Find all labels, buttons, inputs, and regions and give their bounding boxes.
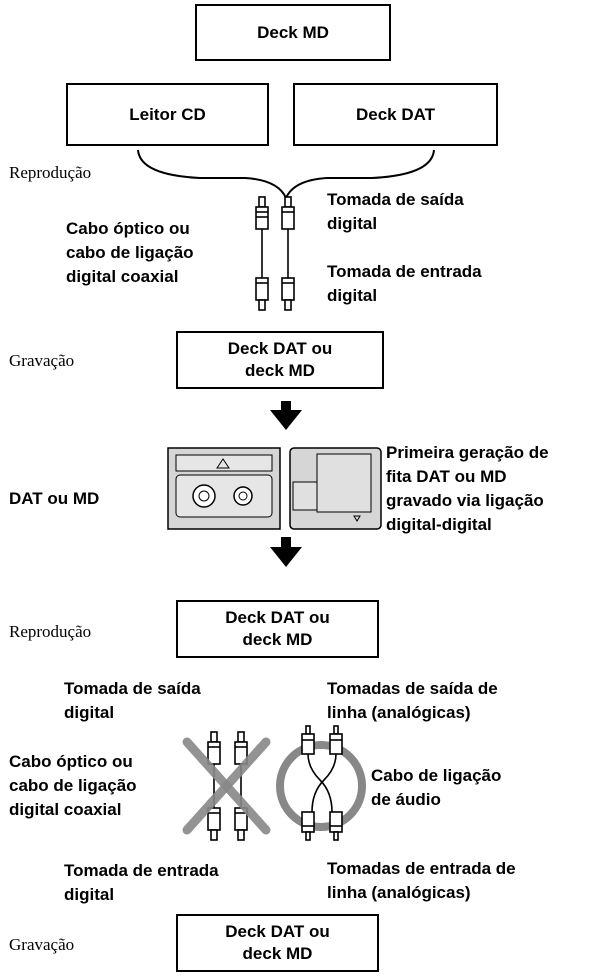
line-in-label: Tomadas de entrada de linha (analógicas) [327,859,516,902]
dat-deck-box: Deck DAT [293,83,498,146]
digital-in-label-2: Tomada de entrada digital [64,861,219,904]
digital-in-label-1: Tomada de entrada digital [327,262,482,305]
recording-label-2: Gravação [9,935,75,954]
cable-label-1: Cabo óptico ou cabo de ligação digital c… [66,219,194,286]
line-out-label: Tomadas de saída de linha (analógicas) [327,679,498,722]
recording-label-1: Gravação [9,351,75,370]
digital-out-label-2: Tomada de saída digital [64,679,201,722]
deck-md-box: Deck MD [195,4,391,61]
cd-player-box: Leitor CD [66,83,269,146]
cable-label-2: Cabo óptico ou cabo de ligação digital c… [9,752,137,819]
digital-out-label-1: Tomada de saída digital [327,190,464,233]
playback-label-1: Reprodução [9,163,92,182]
dat-or-md-label: DAT ou MD [9,489,100,508]
record-deck-box-2: Deck DAT ou deck MD [176,914,379,972]
record-deck-box-1: Deck DAT ou deck MD [176,331,384,389]
first-generation-label: Primeira geração de fita DAT ou MD grava… [386,443,549,534]
audio-cable-label: Cabo de ligação de áudio [371,766,502,809]
playback-label-2: Reprodução [9,622,92,641]
playback-deck-box-2: Deck DAT ou deck MD [176,600,379,658]
